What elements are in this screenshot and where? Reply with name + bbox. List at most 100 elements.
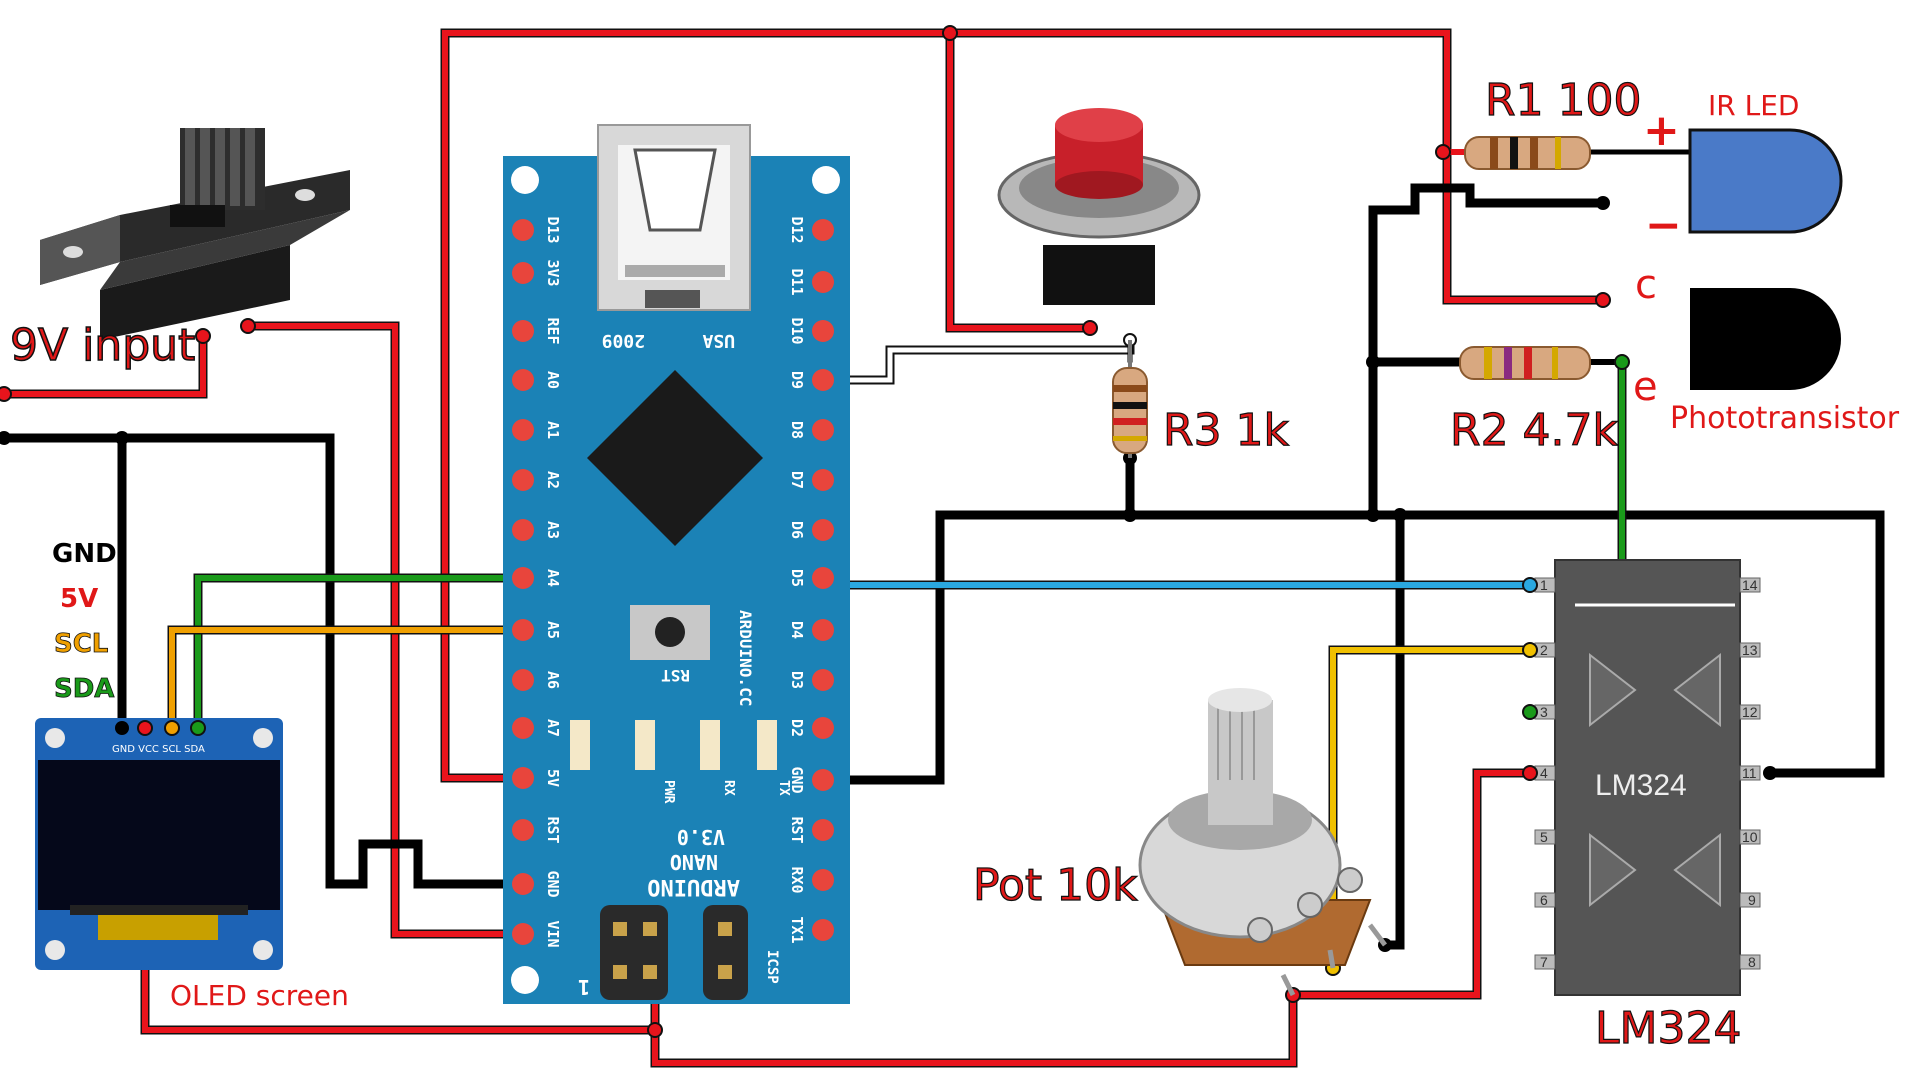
oled-pin-header: GND VCC SCL SDA [112, 744, 205, 755]
ir-led [1688, 128, 1843, 234]
nano-pin-label: RST [788, 816, 806, 843]
nano-pin-label: GND [788, 766, 806, 793]
nano-pin-label: A3 [544, 521, 562, 539]
junction-dot [942, 25, 958, 41]
nano-pin-label: 3V3 [544, 259, 562, 286]
junction-dot [1366, 508, 1380, 522]
nano-year: 2009 [602, 330, 645, 351]
lm324-pin-dots [1522, 577, 1777, 781]
nano-pin-label: D2 [788, 719, 806, 737]
nano-pin-label: D7 [788, 471, 806, 489]
label-r2: R2 4.7k [1450, 405, 1619, 456]
nano-pin-label: RX0 [788, 866, 806, 893]
nano-pin-label: D4 [788, 621, 806, 639]
nano-pin-label: A0 [544, 371, 562, 389]
nano-pin-label: TX1 [788, 916, 806, 943]
lm324-pin-number: 14 [1742, 577, 1758, 593]
legend-scl: SCL [54, 629, 108, 659]
wire-legend: GND 5V SCL SDA [52, 539, 117, 704]
nano-pin-label: D13 [544, 216, 562, 243]
wire-gnd-main [0, 433, 528, 889]
lm324-pin-number: 7 [1540, 954, 1548, 970]
arduino-nano: D13 3V3 REF A0 A1 A2 A3 A4 A5 A6 A7 5V R… [503, 124, 850, 1004]
junction-dot [647, 1022, 663, 1038]
junction-dot [1435, 144, 1451, 160]
lm324-pin-number: 1 [1540, 577, 1548, 593]
junction-dot [1595, 292, 1611, 308]
label-phototransistor: Phototransistor [1670, 401, 1900, 436]
nano-pin-label: D3 [788, 671, 806, 689]
label-9v-input: 9V input [10, 320, 195, 371]
wire-d9-button [818, 335, 1135, 385]
legend-sda: SDA [54, 674, 114, 704]
junction-dot [1366, 355, 1380, 369]
phototransistor [1690, 288, 1841, 390]
lm324-pin-number: 2 [1540, 642, 1548, 658]
lm324-pin-number: 4 [1540, 765, 1548, 781]
slide-switch [40, 128, 350, 340]
junction-dot [0, 431, 11, 445]
oled-module: GND VCC SCL SDA [35, 718, 283, 970]
lm324-pin-number: 3 [1540, 704, 1548, 720]
nano-pin-label: A5 [544, 621, 562, 639]
lm324-pin-number: 10 [1742, 829, 1758, 845]
junction-dot [1082, 320, 1098, 336]
nano-pin-label: D5 [788, 569, 806, 587]
junction-dot [1614, 354, 1630, 370]
label-r1: R1 100 [1485, 75, 1642, 126]
lm324-pin-number: 12 [1742, 704, 1758, 720]
nano-pin-label: A6 [544, 671, 562, 689]
nano-pin-label: D9 [788, 371, 806, 389]
nano-name-2: NANO [670, 850, 718, 874]
lm324-chip: LM324 1 2 3 4 5 6 7 14 13 12 11 10 9 8 [1534, 559, 1761, 996]
label-emitter: e [1633, 364, 1658, 410]
nano-site: ARDUINO.CC [736, 610, 755, 706]
nano-pin-label: 5V [544, 769, 562, 787]
potentiometer [1138, 688, 1387, 997]
junction-dot [0, 386, 12, 402]
resistor-r1 [1464, 136, 1591, 170]
lm324-pin-number: 5 [1540, 829, 1548, 845]
lm324-pin-number: 8 [1748, 954, 1756, 970]
nano-pin-label: GND [544, 870, 562, 897]
label-r3: R3 1k [1163, 405, 1290, 456]
nano-pin-label: D11 [788, 268, 806, 295]
junction-dot [1123, 508, 1137, 522]
lm324-pin-number: 9 [1748, 892, 1756, 908]
junction-dot [195, 328, 211, 344]
nano-pin-label: VIN [544, 920, 562, 947]
nano-led-label: RX [721, 780, 736, 796]
nano-name-1: ARDUINO [647, 874, 740, 899]
nano-pin-label: REF [544, 317, 562, 344]
legend-gnd: GND [52, 539, 117, 569]
label-plus: + [1643, 105, 1680, 156]
legend-5v: 5V [60, 584, 98, 614]
resistor-r2 [1459, 346, 1591, 380]
junction-dot [115, 431, 129, 445]
wire-sda [193, 573, 528, 733]
nano-pin-label: A1 [544, 421, 562, 439]
nano-pin-label: A7 [544, 719, 562, 737]
nano-version: V3.0 [677, 825, 725, 849]
nano-pin-label: A4 [544, 569, 562, 587]
wire-scl [167, 625, 528, 733]
label-collector: c [1635, 262, 1657, 308]
wire-gnd-pot [1380, 510, 1405, 950]
wire-gnd-right [825, 510, 1885, 785]
nano-pin-label: D6 [788, 521, 806, 539]
nano-pin-label: RST [544, 816, 562, 843]
nano-usa: USA [702, 330, 735, 351]
label-oled-screen: OLED screen [170, 979, 349, 1012]
label-minus: − [1645, 200, 1682, 251]
junction-dot [1393, 508, 1407, 522]
nano-pin-label: D8 [788, 421, 806, 439]
lm324-chip-label: LM324 [1595, 769, 1687, 802]
lm324-pin-number: 6 [1540, 892, 1548, 908]
label-lm324: LM324 [1595, 1003, 1741, 1054]
label-ir-led: IR LED [1708, 89, 1799, 122]
lm324-pin-number: 11 [1742, 765, 1757, 781]
lm324-pin-number: 13 [1742, 642, 1758, 658]
junction-dot [1596, 196, 1610, 210]
nano-pin-label: A2 [544, 471, 562, 489]
